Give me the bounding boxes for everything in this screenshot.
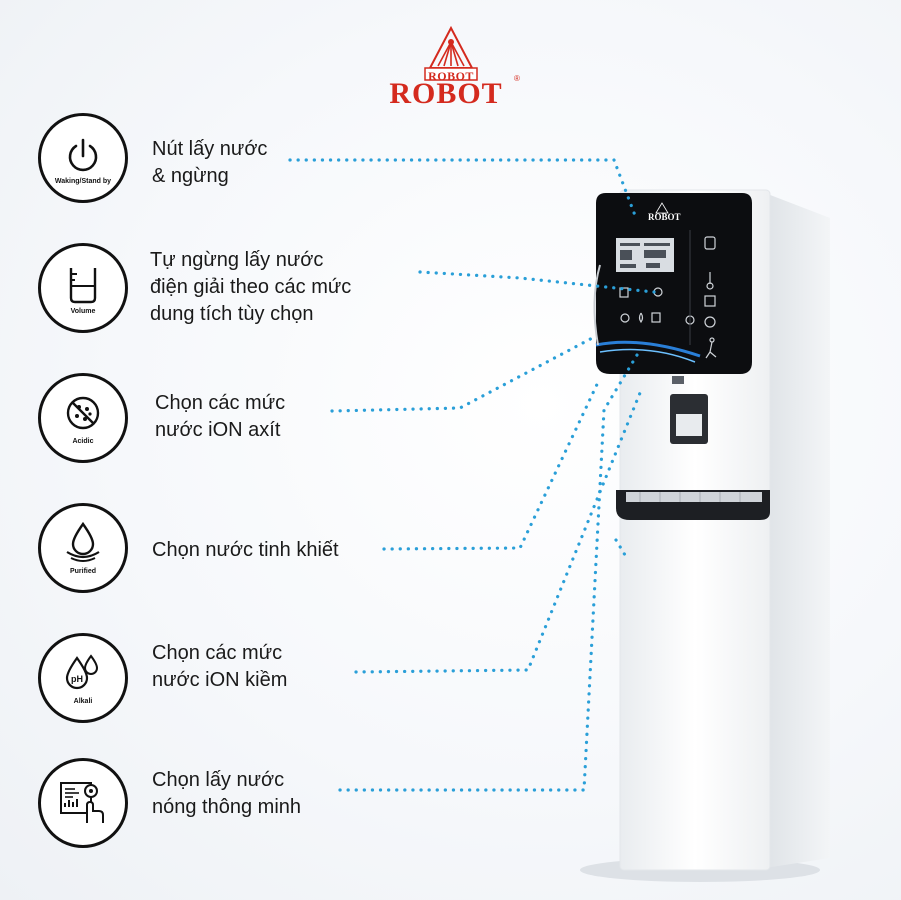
feature-alkali: pH Alkali (38, 633, 128, 723)
logo-small-text: ROBOT (428, 69, 474, 83)
feature-text-alkali: Chọn các mức nước iON kiềm (152, 640, 287, 694)
feature-caption: Volume (70, 308, 96, 315)
logo-registered-mark: ® (514, 74, 520, 83)
feature-purified: Purified (38, 503, 128, 593)
logo-emblem-icon (424, 25, 478, 81)
volume-icon (69, 268, 97, 304)
leader-lines (288, 158, 656, 792)
feature-acidic: Acidic (38, 373, 128, 463)
cabinet-side (765, 193, 830, 868)
feature-line: nóng thông minh (152, 796, 302, 818)
feature-smart-hot (38, 758, 128, 848)
feature-line: Tự ngừng lấy nước (150, 249, 324, 271)
robot-logo: ROBOT ROBOT ® (370, 22, 530, 112)
feature-line: Chọn các mức (152, 642, 283, 664)
faucet (672, 376, 684, 384)
feature-text-power: Nút lấy nước & ngừng (152, 136, 267, 190)
feature-caption: Alkali (73, 698, 93, 705)
feature-line: Nút lấy nước (152, 138, 268, 160)
feature-line: dung tích tùy chọn (150, 303, 314, 325)
feature-text-acidic: Chọn các mức nước iON axít (155, 390, 285, 444)
feature-line: Chọn lấy nước (152, 769, 285, 791)
feature-line: Chọn các mức (155, 392, 286, 414)
smart-hot-icon (60, 782, 104, 823)
svg-text:ROBOT: ROBOT (648, 212, 681, 222)
water-drop-icon (66, 521, 100, 562)
feature-volume: Volume (38, 243, 128, 333)
feature-text-purified: Chọn nước tinh khiết (152, 537, 339, 564)
feature-line: & ngừng (152, 165, 229, 187)
acidic-icon (66, 396, 100, 430)
feature-caption: Acidic (72, 438, 94, 445)
power-icon (68, 138, 98, 172)
feature-text-volume: Tự ngừng lấy nước điện giải theo các mức… (150, 247, 351, 328)
feature-caption: Waking/Stand by (54, 178, 112, 185)
logo-main-text: ROBOT (389, 77, 503, 110)
feature-line: nước iON kiềm (152, 669, 288, 691)
feature-power: Waking/Stand by (38, 113, 128, 203)
feature-line: nước iON axít (155, 419, 281, 441)
feature-text-smart-hot: Chọn lấy nước nóng thông minh (152, 767, 301, 821)
svg-text:pH: pH (71, 674, 83, 684)
feature-line: Chọn nước tinh khiết (152, 539, 339, 561)
feature-caption: Purified (69, 568, 97, 575)
feature-line: điện giải theo các mức (150, 276, 352, 298)
ph-drops-icon: pH (65, 654, 99, 690)
